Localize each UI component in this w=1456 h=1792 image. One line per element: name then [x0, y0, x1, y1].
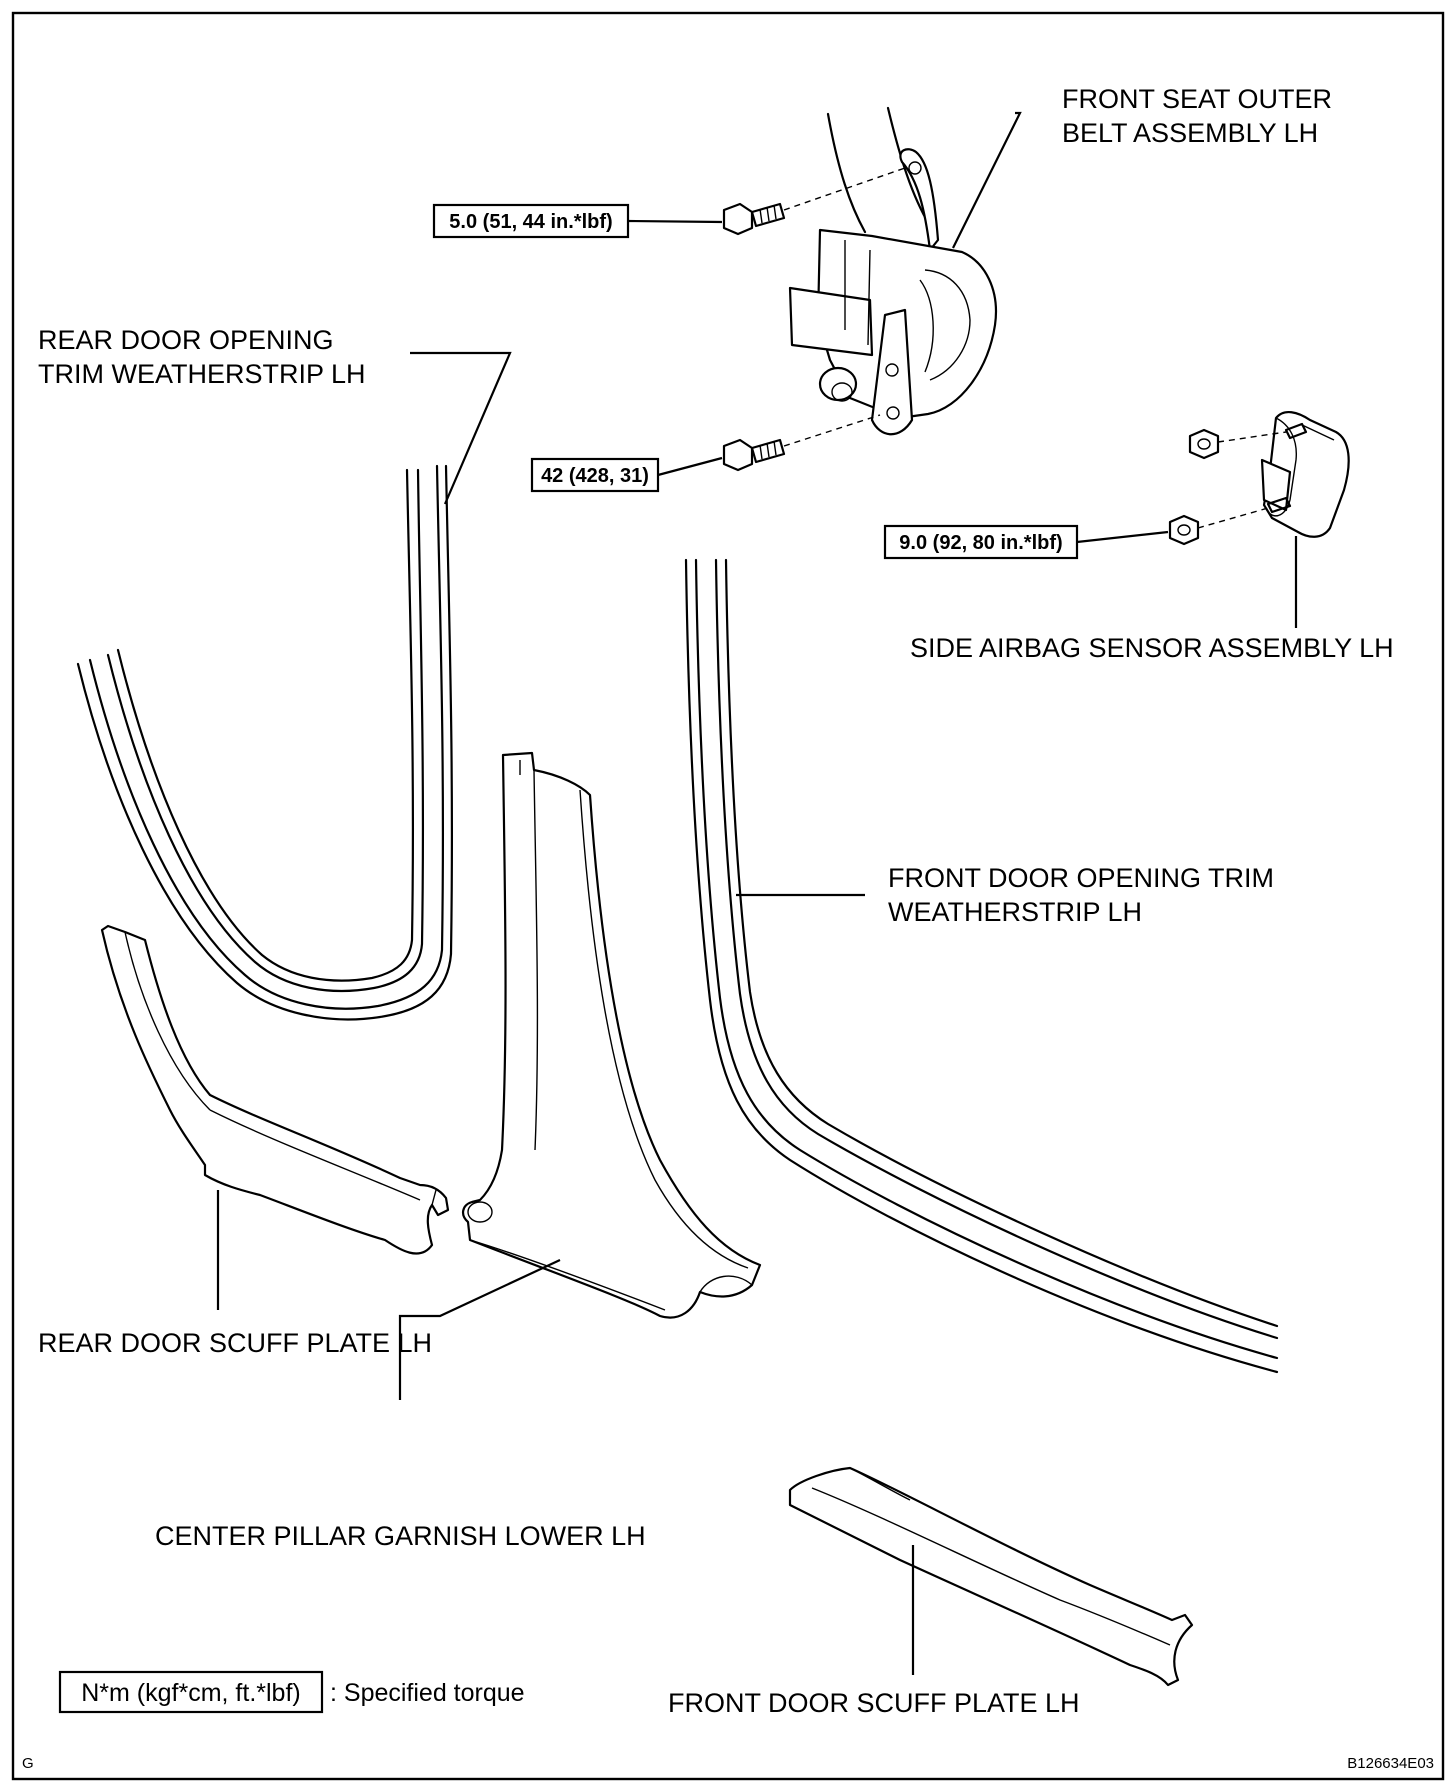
- label-front-door-scuff-plate: FRONT DOOR SCUFF PLATE LH: [668, 1688, 1080, 1718]
- torque-box-belt-lower: [530, 457, 660, 493]
- label-center-pillar-garnish-lower: CENTER PILLAR GARNISH LOWER LH: [155, 1521, 646, 1551]
- torque-belt-upper: 5.0 (51, 44 in.*lbf): [449, 211, 612, 233]
- center-pillar-garnish-lower: [398, 751, 762, 1400]
- front-door-scuff-plate: [788, 1466, 1194, 1687]
- rear-door-opening-trim-weatherstrip: [76, 351, 512, 1021]
- diagram-frame: [11, 11, 1445, 1781]
- corner-code-left: G: [22, 1755, 34, 1772]
- legend-box: [58, 1670, 324, 1714]
- front-seat-outer-belt-assembly: [788, 106, 1022, 436]
- belt-upper-bolt: [722, 167, 906, 236]
- legend-text: : Specified torque: [330, 1679, 525, 1707]
- torque-sensor-nut: 9.0 (92, 80 in.*lbf): [899, 532, 1062, 554]
- side-airbag-sensor-assembly: [1168, 411, 1350, 628]
- torque-belt-lower: 42 (428, 31): [541, 465, 649, 487]
- label-rear-door-scuff-plate: REAR DOOR SCUFF PLATE LH: [38, 1328, 432, 1358]
- belt-lower-bolt: [722, 414, 881, 472]
- legend-unit: N*m (kgf*cm, ft.*lbf): [81, 1679, 300, 1707]
- figure-id: B126634E03: [1347, 1755, 1434, 1772]
- rear-door-scuff-plate: [100, 924, 450, 1310]
- label-side-airbag-sensor: SIDE AIRBAG SENSOR ASSEMBLY LH: [910, 633, 1394, 663]
- front-door-opening-trim-weatherstrip: [684, 558, 1279, 1374]
- torque-box-belt-upper: [432, 203, 630, 239]
